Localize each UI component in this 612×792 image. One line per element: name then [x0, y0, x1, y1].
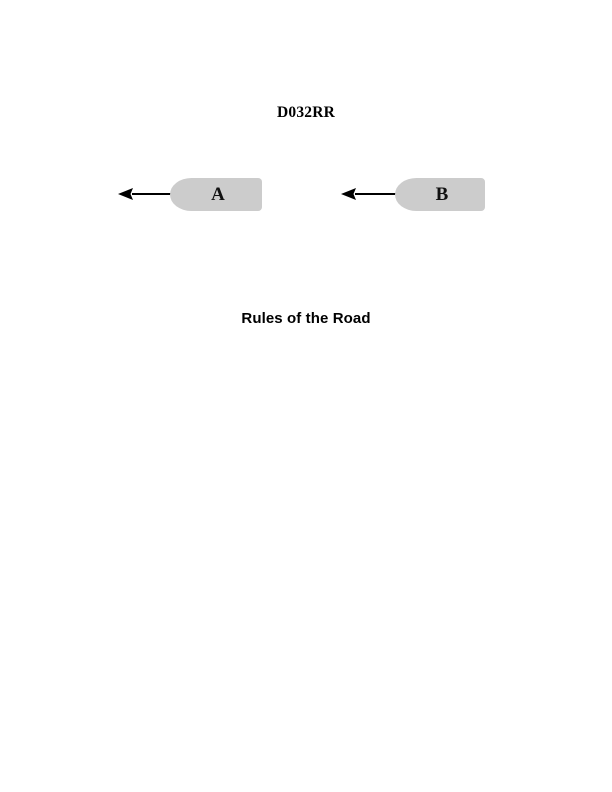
vessel-diagram: A B [0, 160, 612, 235]
vessel-a-direction-arrow-icon [118, 187, 174, 201]
vessel-b-direction-arrow-icon [341, 187, 399, 201]
vessel-a-label: A [211, 184, 225, 205]
page-title: D032RR [276, 104, 336, 121]
vessel-a-hull: A [170, 178, 262, 211]
vessel-b-group: B [335, 160, 500, 235]
vessel-b-hull: B [395, 178, 485, 211]
diagram-caption: Rules of the Road [241, 310, 371, 327]
vessel-a-group: A [110, 160, 275, 235]
vessel-b-label: B [435, 184, 449, 205]
